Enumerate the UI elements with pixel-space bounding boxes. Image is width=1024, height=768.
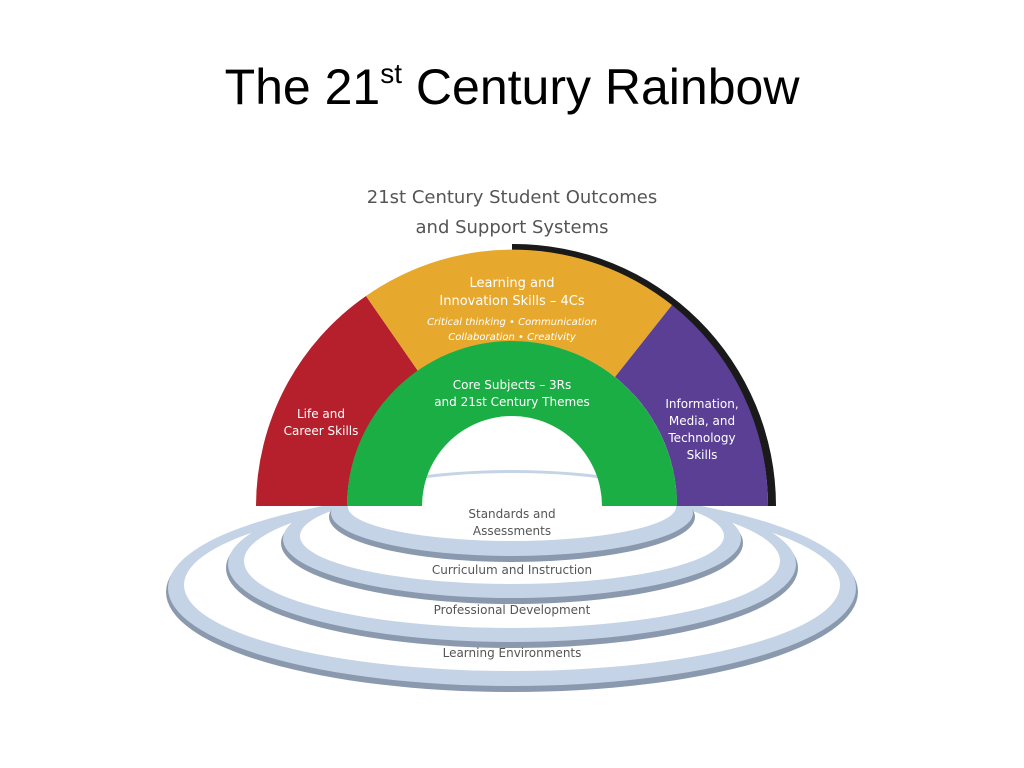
arc-life-career-skills	[256, 296, 418, 506]
professional-label: Professional Development	[434, 603, 591, 617]
information-media-line-1: Information,	[665, 397, 738, 411]
slide-title: The 21st Century Rainbow	[0, 59, 1024, 115]
information-media-line-3: Technology	[667, 431, 735, 445]
standards-line-1: Standards and	[468, 507, 555, 521]
title-tail: Century Rainbow	[402, 59, 800, 115]
arc-learning-innovation-skills	[366, 249, 672, 377]
learning-innovation-line-1: Learning and	[469, 276, 554, 291]
learning-innovation-sub-2: Collaboration • Creativity	[448, 332, 577, 343]
learning-innovation-line-2: Innovation Skills – 4Cs	[439, 294, 584, 309]
environments-label: Learning Environments	[443, 646, 582, 660]
curriculum-label: Curriculum and Instruction	[432, 563, 592, 577]
core-subjects-line-1: Core Subjects – 3Rs	[453, 378, 572, 392]
diagram-header-line-1: 21st Century Student Outcomes	[367, 187, 657, 208]
title-main: The 21	[224, 59, 381, 115]
title-superscript: st	[380, 58, 403, 89]
information-media-line-2: Media, and	[669, 414, 735, 428]
core-subjects-line-2: and 21st Century Themes	[434, 395, 590, 409]
arc-information-media-technology	[615, 305, 769, 506]
arc-core-subjects	[347, 341, 677, 506]
information-media-line-4: Skills	[687, 448, 718, 462]
learning-innovation-sub-1: Critical thinking • Communication	[427, 317, 597, 328]
diagram-header-line-2: and Support Systems	[416, 217, 609, 238]
life-career-line-1: Life and	[297, 407, 345, 421]
standards-line-2: Assessments	[473, 524, 551, 538]
life-career-line-2: Career Skills	[284, 424, 359, 438]
